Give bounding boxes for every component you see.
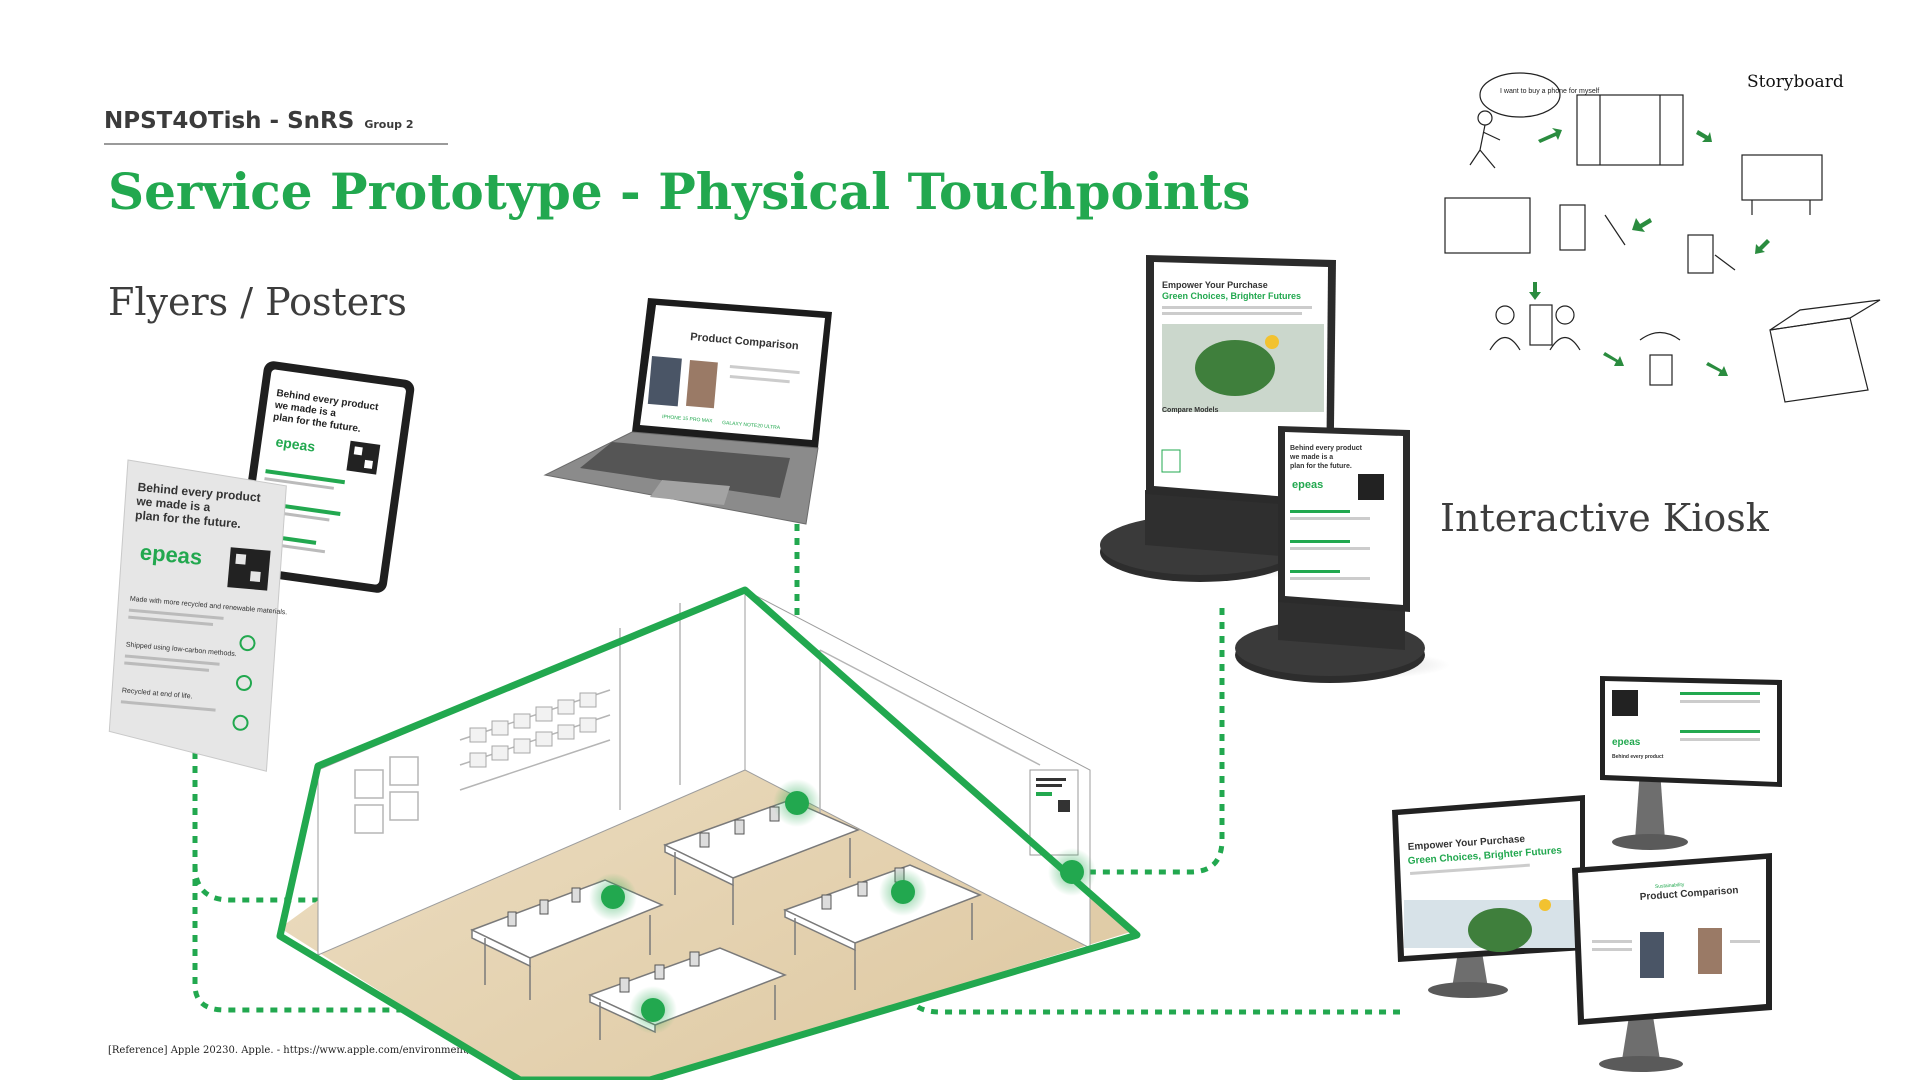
svg-text:epeas: epeas bbox=[139, 539, 203, 569]
svg-text:I want to buy a phone for myse: I want to buy a phone for myself bbox=[1500, 88, 1599, 95]
kiosk-connector bbox=[1080, 608, 1225, 875]
svg-text:IPHONE 15 PRO MAX: IPHONE 15 PRO MAX bbox=[662, 414, 714, 424]
svg-text:Sustainability: Sustainability bbox=[1655, 882, 1685, 890]
header-rule bbox=[104, 143, 448, 145]
monitor-right: Sustainability Product Comparison bbox=[1572, 853, 1772, 1072]
svg-text:Behind every product: Behind every product bbox=[1290, 445, 1363, 452]
svg-text:we made is a: we made is a bbox=[1289, 454, 1333, 461]
shelf-boxes bbox=[469, 692, 597, 768]
svg-text:plan for the future.: plan for the future. bbox=[1290, 463, 1352, 470]
svg-text:epeas: epeas bbox=[1612, 737, 1641, 748]
reference-citation: [Reference] Apple 20230. Apple. - https:… bbox=[108, 1045, 471, 1056]
flyers-section-label: Flyers / Posters bbox=[108, 280, 407, 324]
kiosk-large: Empower Your Purchase Green Choices, Bri… bbox=[1100, 255, 1360, 582]
storyboard-arrows bbox=[1529, 128, 1770, 376]
svg-text:Behind every product: Behind every product bbox=[1612, 754, 1664, 760]
svg-text:GALAXY NOTE20 ULTRA: GALAXY NOTE20 ULTRA bbox=[722, 420, 781, 431]
storyboard-label: Storyboard bbox=[1747, 72, 1844, 92]
group-label: Group 2 bbox=[364, 118, 414, 131]
svg-text:epeas: epeas bbox=[275, 433, 317, 454]
svg-text:epeas: epeas bbox=[1292, 479, 1323, 491]
store-outline bbox=[276, 586, 1141, 1080]
flyer-connector-lower bbox=[192, 865, 650, 1013]
monitor-top: epeas Behind every product bbox=[1600, 676, 1782, 850]
kiosk-small: Behind every product we made is a plan f… bbox=[1235, 426, 1450, 683]
svg-text:Empower Your Purchase: Empower Your Purchase bbox=[1162, 280, 1268, 290]
page-title: Service Prototype - Physical Touchpoints bbox=[108, 162, 1251, 221]
kiosk-section-label: Interactive Kiosk bbox=[1440, 496, 1769, 540]
laptop-device: Product Comparison IPHONE 15 PRO MAX GAL… bbox=[543, 298, 832, 525]
svg-text:Compare Models: Compare Models bbox=[1162, 407, 1219, 414]
svg-text:Green Choices, Brighter Future: Green Choices, Brighter Futures bbox=[1162, 291, 1301, 301]
store-floorplan bbox=[276, 586, 1141, 1080]
paper-flyer: Behind every product we made is a plan f… bbox=[108, 459, 288, 772]
monitor-left: Empower Your Purchase Green Choices, Bri… bbox=[1392, 795, 1585, 998]
storyboard-sketch: I want to buy a phone for myself bbox=[1444, 72, 1881, 403]
svg-text:we made is a: we made is a bbox=[135, 494, 211, 515]
hotspot-markers bbox=[589, 779, 1096, 1034]
table-devices bbox=[507, 806, 905, 993]
wall-poster bbox=[1029, 769, 1079, 856]
